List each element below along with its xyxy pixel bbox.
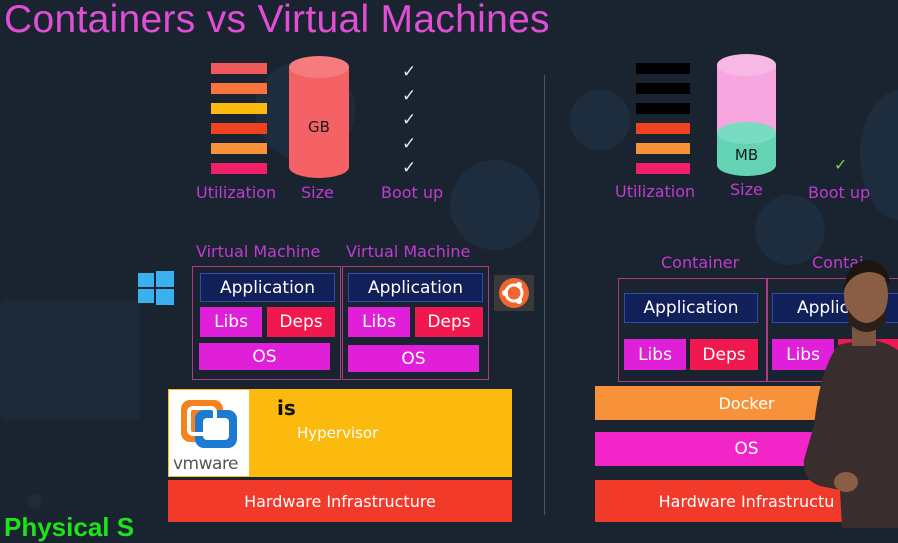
check-icon: ✓ bbox=[402, 86, 417, 106]
vm-hardware-infrastructure: Hardware Infrastructure bbox=[168, 480, 512, 522]
check-icon: ✓ bbox=[402, 134, 417, 154]
container-util-bar bbox=[636, 83, 690, 94]
vm1-deps: Deps bbox=[267, 307, 335, 337]
page-title: Containers vs Virtual Machines bbox=[4, 0, 550, 41]
container2-libs: Libs bbox=[772, 339, 834, 370]
vm-util-bar bbox=[211, 83, 267, 94]
container-size-unit: MB bbox=[734, 146, 759, 164]
vm2-os: OS bbox=[348, 345, 479, 372]
vm2-application: Application bbox=[348, 273, 483, 302]
container-util-bar bbox=[636, 103, 690, 114]
vm-util-bar bbox=[211, 63, 267, 74]
vm2-libs: Libs bbox=[348, 307, 410, 337]
container-util-bar bbox=[636, 63, 690, 74]
vm-util-bar bbox=[211, 143, 267, 154]
vm-heading-2: Virtual Machine bbox=[346, 242, 471, 261]
check-icon: ✓ bbox=[402, 110, 417, 130]
vmware-logo: vmware bbox=[169, 390, 249, 476]
vmware-label: vmware bbox=[173, 454, 239, 474]
vm-bootup-label: Boot up bbox=[381, 183, 444, 202]
check-icon: ✓ bbox=[834, 155, 848, 174]
container-size-label: Size bbox=[730, 180, 763, 199]
vm-box-2 bbox=[342, 266, 489, 380]
presenter-figure bbox=[800, 250, 898, 528]
vm-util-bar bbox=[211, 163, 267, 174]
decorative-dot bbox=[28, 494, 42, 508]
divider bbox=[544, 75, 545, 515]
vm-heading-1: Virtual Machine bbox=[196, 242, 321, 261]
vm-size-unit: GB bbox=[308, 118, 330, 136]
check-icon: ✓ bbox=[402, 62, 417, 82]
check-icon: ✓ bbox=[402, 158, 417, 178]
vm-util-bar bbox=[211, 123, 267, 134]
container1-libs: Libs bbox=[624, 339, 686, 370]
vm2-deps: Deps bbox=[415, 307, 483, 337]
container-heading-2: Contai bbox=[812, 253, 864, 272]
container-util-bar bbox=[636, 123, 690, 134]
vm-util-bar bbox=[211, 103, 267, 114]
vm1-application: Application bbox=[200, 273, 335, 302]
container-util-bar bbox=[636, 163, 690, 174]
container-heading-1: Container bbox=[661, 253, 740, 272]
ubuntu-icon bbox=[494, 275, 534, 311]
vm1-libs: Libs bbox=[200, 307, 262, 337]
container-box-1 bbox=[618, 278, 767, 382]
vm-box-1 bbox=[192, 266, 341, 380]
container-size-cylinder: MB bbox=[717, 54, 776, 176]
is-overlay-text: is bbox=[277, 396, 296, 420]
vm-size-label: Size bbox=[301, 183, 334, 202]
container1-application: Application bbox=[624, 293, 758, 323]
container-utilization-label: Utilization bbox=[615, 182, 696, 201]
container-bootup-label: Boot up bbox=[808, 183, 871, 202]
vm1-os: OS bbox=[199, 343, 330, 370]
container1-deps: Deps bbox=[690, 339, 758, 370]
windows-icon bbox=[136, 270, 176, 308]
vm-size-cylinder: GB bbox=[289, 56, 349, 178]
container-util-bar bbox=[636, 143, 690, 154]
vm-utilization-label: Utilization bbox=[196, 183, 277, 202]
hypervisor-label: Hypervisor bbox=[297, 424, 379, 442]
